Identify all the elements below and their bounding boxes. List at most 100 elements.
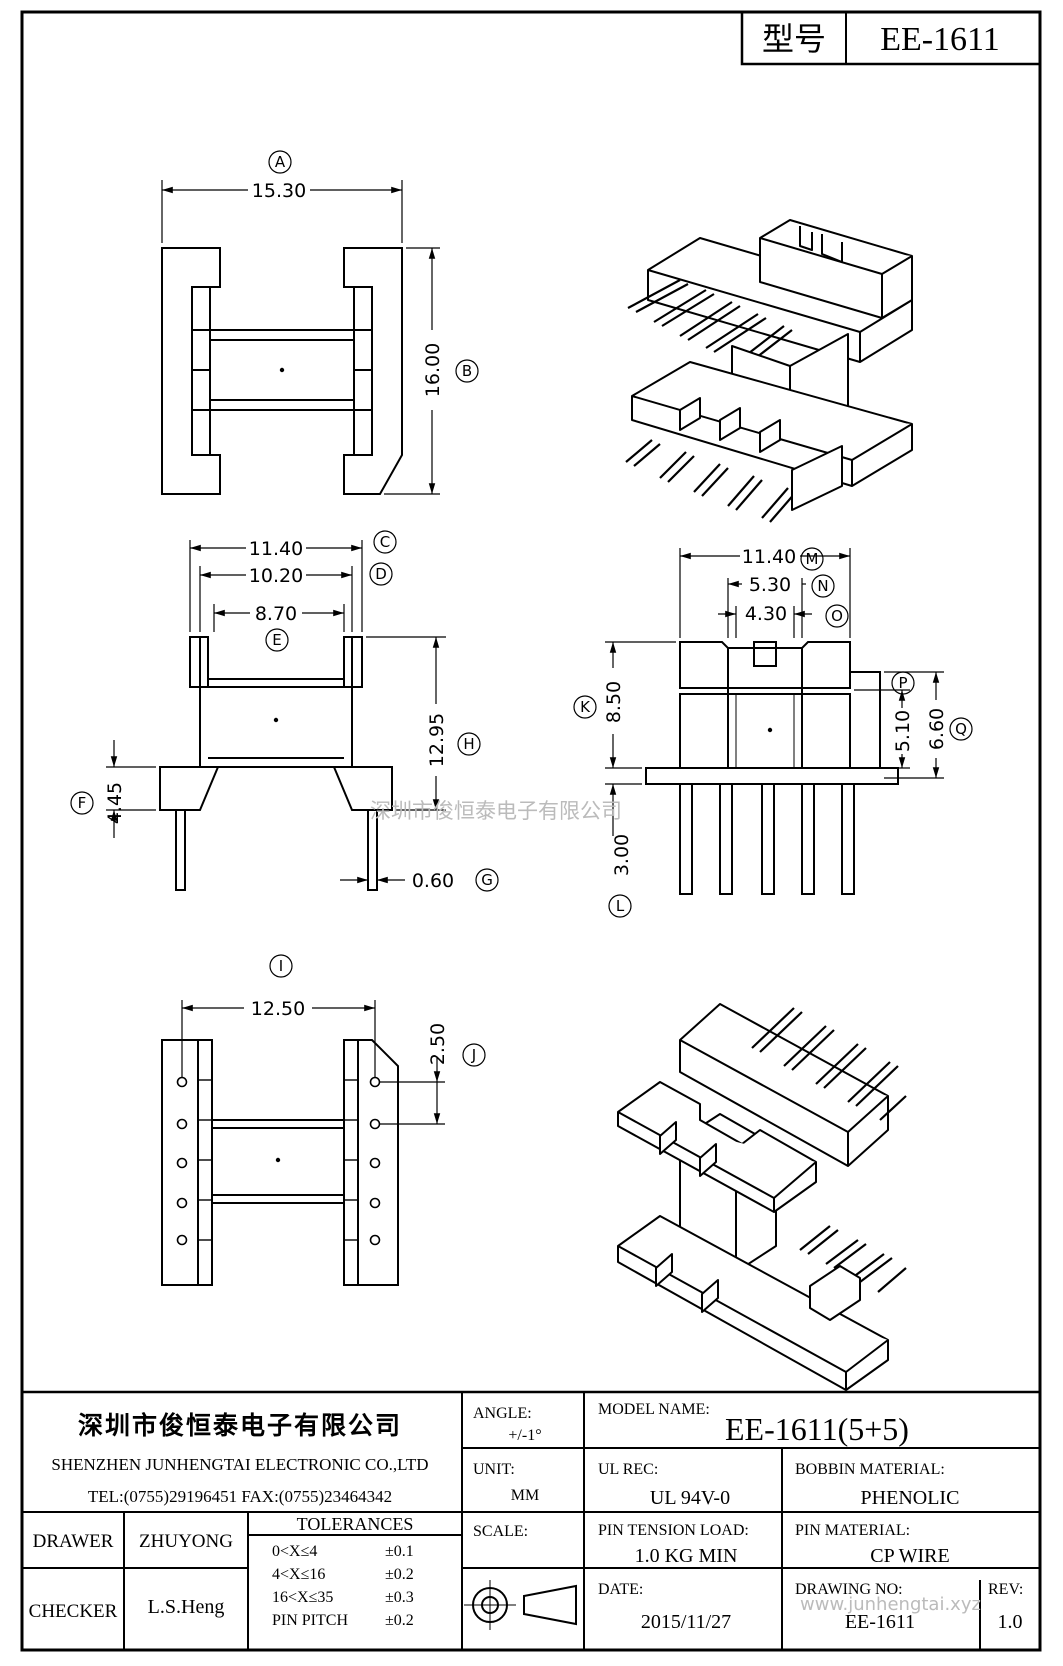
dim-Q-balloon: Q xyxy=(949,717,973,741)
company-name-cn: 深圳市俊恒泰电子有限公司 xyxy=(78,1411,402,1440)
tolerance-value: ±0.1 xyxy=(385,1543,414,1560)
top-view xyxy=(161,180,440,495)
dim-O-balloon: O xyxy=(825,604,849,628)
side-view xyxy=(605,548,944,895)
dim-J-value: 2.50 xyxy=(427,1023,449,1065)
dim-M-balloon: M xyxy=(800,547,824,571)
bottom-view xyxy=(161,1000,445,1286)
svg-text:M: M xyxy=(806,550,819,568)
dim-H-balloon: H xyxy=(457,732,481,756)
svg-text:P: P xyxy=(898,674,907,692)
svg-text:N: N xyxy=(817,577,828,595)
dim-E-value: 8.70 xyxy=(255,603,297,625)
tolerance-range: 16<X≤35 xyxy=(272,1589,333,1606)
ul-value: UL 94V-0 xyxy=(650,1487,730,1509)
pin-tension-label: PIN TENSION LOAD: xyxy=(598,1522,749,1539)
dim-P-balloon: P xyxy=(891,671,915,695)
dim-F-value: 4.45 xyxy=(104,782,126,824)
svg-text:C: C xyxy=(380,533,390,551)
svg-text:E: E xyxy=(272,631,281,649)
dim-D-value: 10.20 xyxy=(249,565,303,587)
svg-text:I: I xyxy=(279,957,283,975)
date-value: 2015/11/27 xyxy=(641,1611,731,1633)
dim-M-value: 11.40 xyxy=(742,546,796,568)
header-model-label: 型号 xyxy=(762,20,826,58)
unit-label: UNIT: xyxy=(473,1461,515,1478)
dim-B-value: 16.00 xyxy=(422,343,444,397)
dim-D-balloon: D xyxy=(369,562,393,586)
checker-value: L.S.Heng xyxy=(148,1596,225,1618)
dim-K-balloon: K xyxy=(573,695,597,719)
ul-label: UL REC: xyxy=(598,1461,658,1478)
isometric-view-top xyxy=(625,219,913,523)
svg-text:O: O xyxy=(831,607,843,625)
checker-label: CHECKER xyxy=(29,1601,118,1622)
pin-material-value: CP WIRE xyxy=(870,1545,949,1567)
svg-text:J: J xyxy=(471,1046,476,1064)
tolerance-value: ±0.3 xyxy=(385,1589,414,1606)
company-name-en: SHENZHEN JUNHENGTAI ELECTRONIC CO.,LTD xyxy=(51,1455,428,1474)
dim-A-balloon: A xyxy=(268,150,292,174)
rev-label: REV: xyxy=(988,1581,1023,1598)
tolerance-value: ±0.2 xyxy=(385,1612,414,1629)
tolerances-table: 0<X≤4 ±0.1 4<X≤16 ±0.2 16<X≤35 ±0.3 PIN … xyxy=(272,1543,414,1629)
svg-text:Q: Q xyxy=(955,720,967,738)
dim-I-balloon: I xyxy=(269,954,293,978)
angle-label: ANGLE: xyxy=(473,1405,532,1422)
drawing-no-value: EE-1611 xyxy=(845,1611,915,1633)
tolerance-range: 0<X≤4 xyxy=(272,1543,317,1560)
svg-text:L: L xyxy=(616,897,625,915)
dim-G-value: 0.60 xyxy=(412,870,454,892)
angle-value: +/-1° xyxy=(508,1427,541,1444)
watermark-center: 深圳市俊恒泰电子有限公司 xyxy=(370,799,622,823)
drawer-label: DRAWER xyxy=(33,1531,114,1552)
dim-O-value: 4.30 xyxy=(745,603,787,625)
svg-text:F: F xyxy=(78,794,87,812)
front-view xyxy=(106,540,446,891)
svg-text:A: A xyxy=(275,153,286,171)
dim-H-value: 12.95 xyxy=(426,713,448,767)
tolerances-label: TOLERANCES xyxy=(297,1514,414,1534)
drawing-no-label: DRAWING NO: xyxy=(795,1581,903,1598)
tolerance-range: 4<X≤16 xyxy=(272,1566,325,1583)
dim-C-balloon: C xyxy=(373,530,397,554)
svg-text:D: D xyxy=(375,565,387,583)
model-name-value: EE-1611(5+5) xyxy=(725,1411,909,1447)
dim-E-balloon: E xyxy=(265,628,289,652)
dim-K-value: 8.50 xyxy=(603,681,625,723)
pin-material-label: PIN MATERIAL: xyxy=(795,1522,910,1539)
dim-B-balloon: B xyxy=(455,359,479,383)
dim-N-balloon: N xyxy=(811,574,835,598)
company-contact: TEL:(0755)29196451 FAX:(0755)23464342 xyxy=(88,1487,392,1506)
pin-tension-value: 1.0 KG MIN xyxy=(635,1545,738,1567)
svg-text:K: K xyxy=(580,698,591,716)
scale-label: SCALE: xyxy=(473,1523,528,1540)
watermark-url: www.junhengtai.xyz xyxy=(800,1594,981,1615)
bobbin-material-value: PHENOLIC xyxy=(861,1487,960,1509)
dim-I-value: 12.50 xyxy=(251,998,305,1020)
dim-P-value: 5.10 xyxy=(892,710,914,752)
dim-A-value: 15.30 xyxy=(252,180,306,202)
outer-frame xyxy=(20,10,1042,1652)
model-name-label: MODEL NAME: xyxy=(598,1401,710,1418)
drawer-value: ZHUYONG xyxy=(139,1531,233,1552)
rev-value: 1.0 xyxy=(998,1611,1023,1633)
svg-text:G: G xyxy=(481,871,493,889)
tolerance-value: ±0.2 xyxy=(385,1566,414,1583)
dim-C-value: 11.40 xyxy=(249,538,303,560)
dim-L-balloon: L xyxy=(608,894,632,918)
dim-J-balloon: J xyxy=(462,1043,486,1067)
header-model-value: EE-1611 xyxy=(880,21,1000,58)
dim-Q-value: 6.60 xyxy=(926,708,948,750)
dim-L-value: 3.00 xyxy=(611,834,633,876)
title-block xyxy=(22,1390,1040,1650)
dim-F-balloon: F xyxy=(70,791,94,815)
dim-G-balloon: G xyxy=(475,868,499,892)
svg-text:B: B xyxy=(462,362,472,380)
isometric-view-bottom xyxy=(617,1003,907,1391)
svg-text:H: H xyxy=(463,735,474,753)
date-label: DATE: xyxy=(598,1581,643,1598)
tolerance-range: PIN PITCH xyxy=(272,1612,348,1629)
